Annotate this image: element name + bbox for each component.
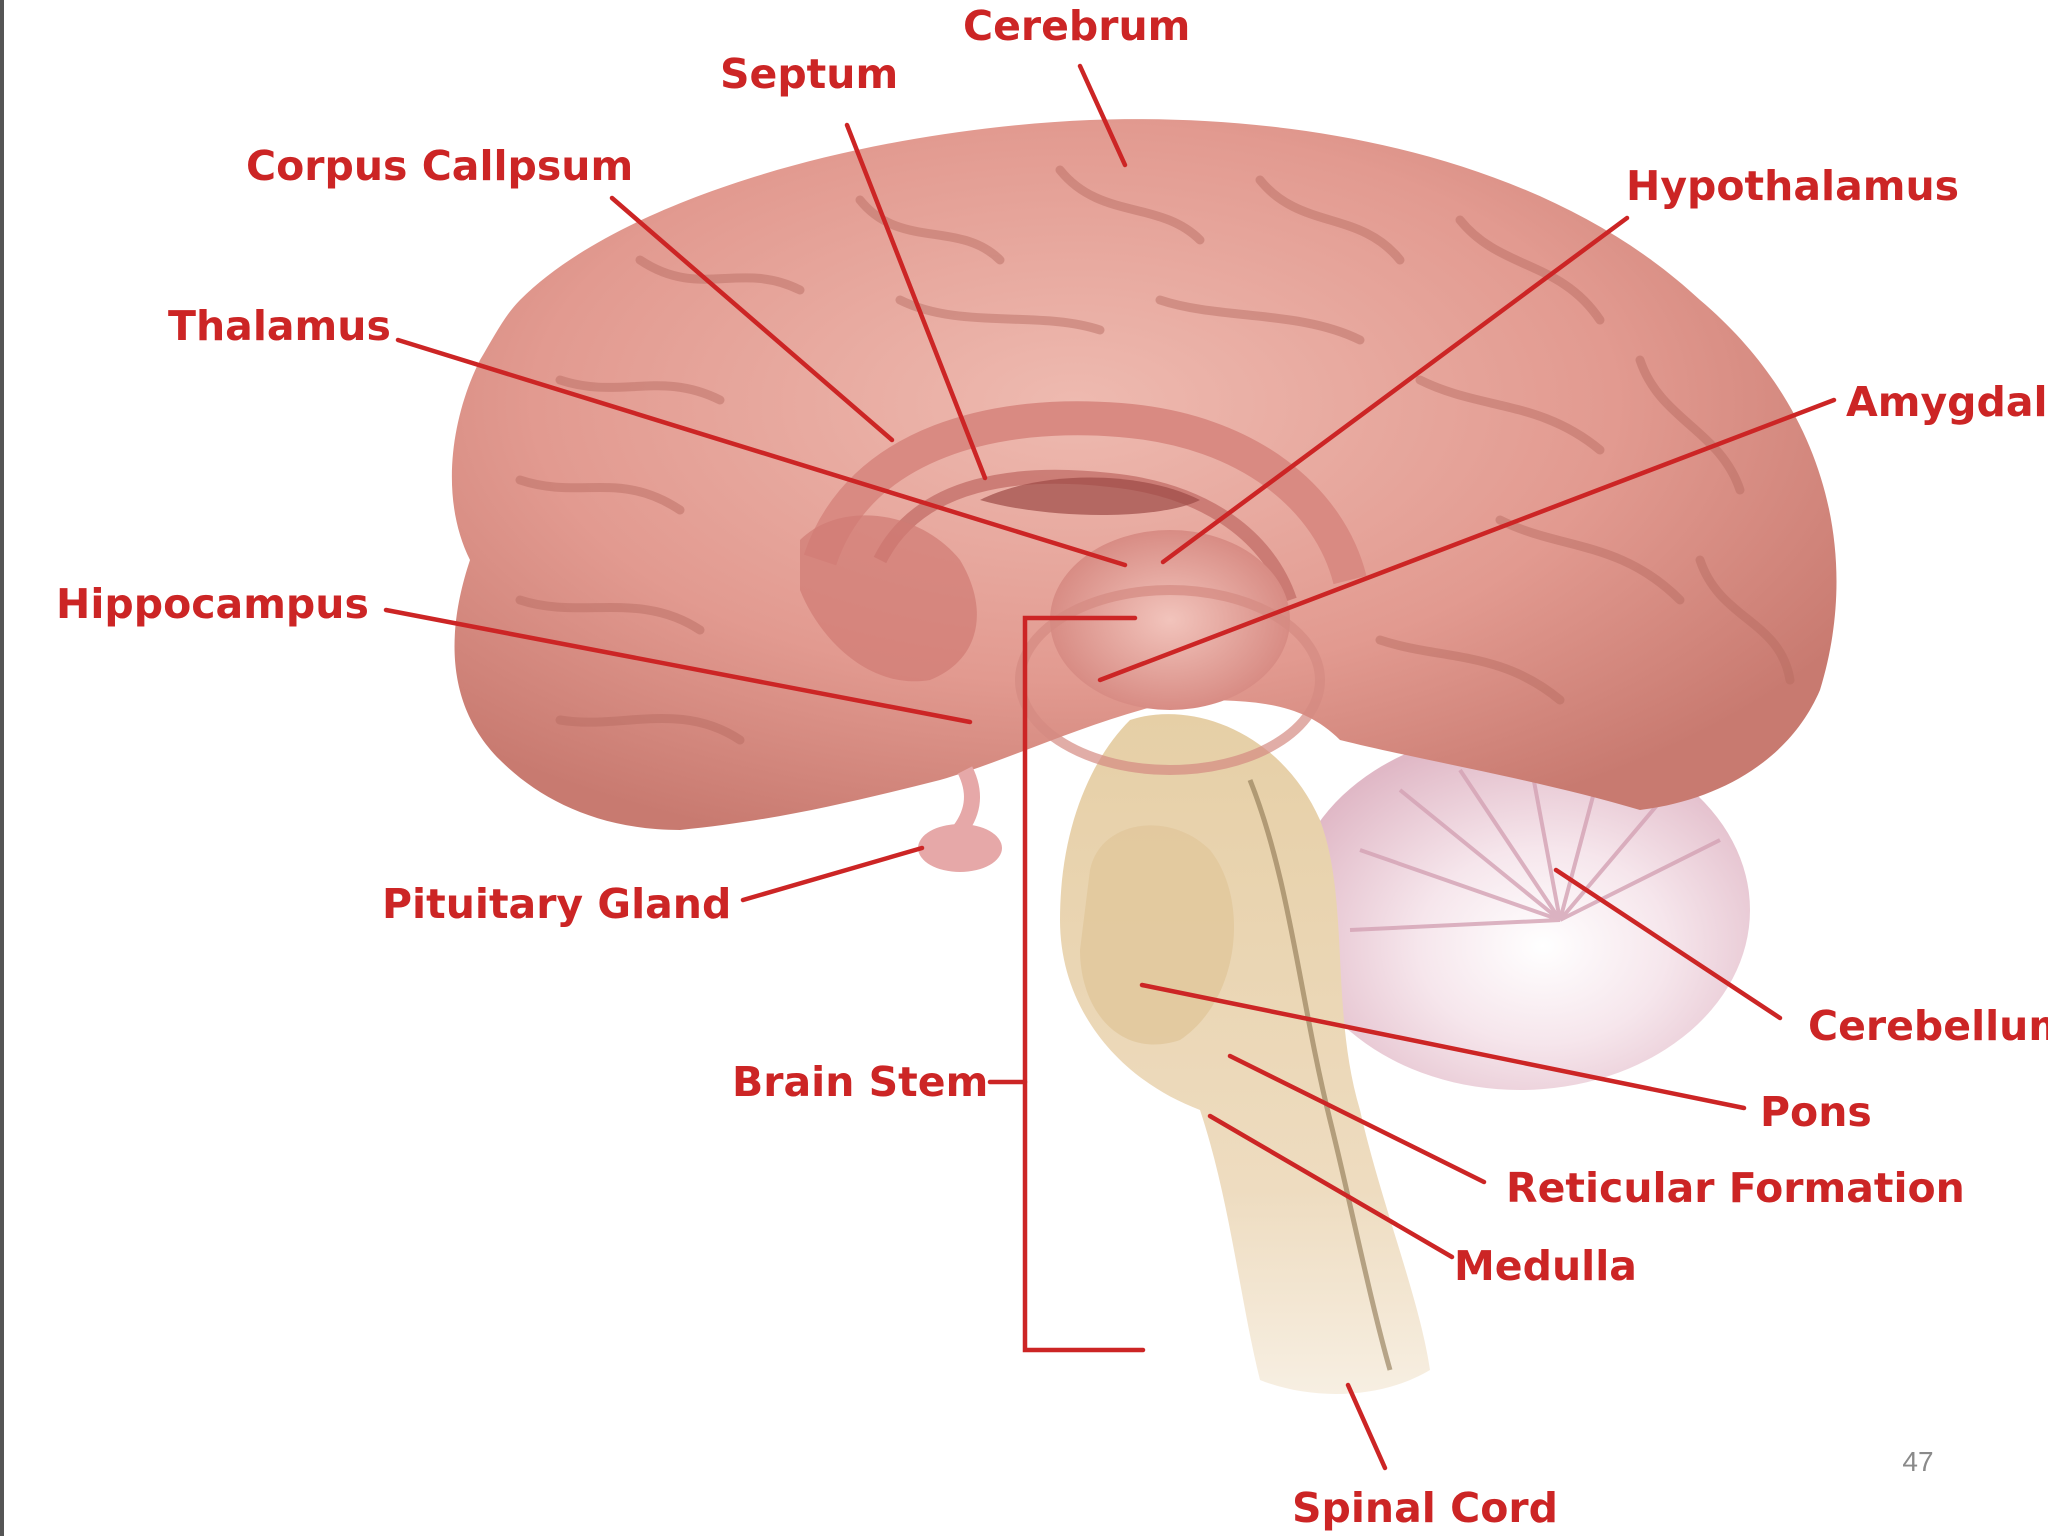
leader-hippocampus <box>383 607 973 725</box>
cerebellum-shape <box>1290 730 1750 1090</box>
leader-reticular-formation <box>1227 1053 1487 1185</box>
label-hippocampus: Hippocampus <box>56 580 369 628</box>
label-pons: Pons <box>1760 1088 1872 1136</box>
leader-thalamus <box>395 337 1128 568</box>
slide-page-number: 47 <box>1902 1446 1934 1477</box>
slide-left-border <box>0 0 4 1536</box>
pituitary-shape <box>918 824 1002 872</box>
pituitary-stalk <box>953 766 980 835</box>
label-reticular-formation: Reticular Formation <box>1506 1164 1965 1212</box>
leader-amygdala <box>1097 397 1837 683</box>
leader-pons <box>1139 982 1747 1111</box>
label-amygdala: Amygdala <box>1846 378 2048 426</box>
leader-medulla <box>1207 1113 1455 1260</box>
label-pituitary-gland: Pituitary Gland <box>382 880 731 928</box>
brainstem-groove <box>1247 779 1393 1371</box>
labels: Cerebrum Septum Corpus Callpsum Hypothal… <box>56 2 2048 1532</box>
leader-corpus-callosum <box>609 195 895 443</box>
label-cerebellum: Cerebellum <box>1808 1002 2048 1050</box>
cerebellum-folia <box>1349 759 1721 932</box>
label-spinal-cord: Spinal Cord <box>1292 1484 1558 1532</box>
cerebrum-shape <box>451 119 1837 831</box>
leader-hypothalamus <box>1160 215 1630 565</box>
leader-lines <box>383 63 1837 1471</box>
label-corpus-callosum: Corpus Callpsum <box>246 142 633 190</box>
pons-bulge <box>1080 825 1234 1045</box>
hippocampus-region <box>800 515 977 682</box>
thalamus-shape <box>1050 530 1290 710</box>
leader-pituitary <box>740 845 925 903</box>
limbic-shape <box>1015 585 1325 775</box>
label-medulla: Medulla <box>1454 1242 1637 1290</box>
label-thalamus: Thalamus <box>168 302 391 350</box>
label-cerebrum: Cerebrum <box>963 2 1190 50</box>
leader-cerebrum <box>1077 63 1128 168</box>
leader-cerebellum <box>1553 867 1783 1021</box>
label-septum: Septum <box>720 50 898 98</box>
leader-spinal-cord <box>1345 1382 1388 1471</box>
brain-stem-bracket <box>1022 615 1146 1353</box>
leader-septum <box>844 122 988 481</box>
ventricle-shape <box>980 477 1200 515</box>
corpus-callosum-arc <box>803 401 1367 585</box>
cerebrum-gyri <box>515 165 1795 745</box>
label-hypothalamus: Hypothalamus <box>1626 162 1959 210</box>
label-brain-stem: Brain Stem <box>732 1058 988 1106</box>
